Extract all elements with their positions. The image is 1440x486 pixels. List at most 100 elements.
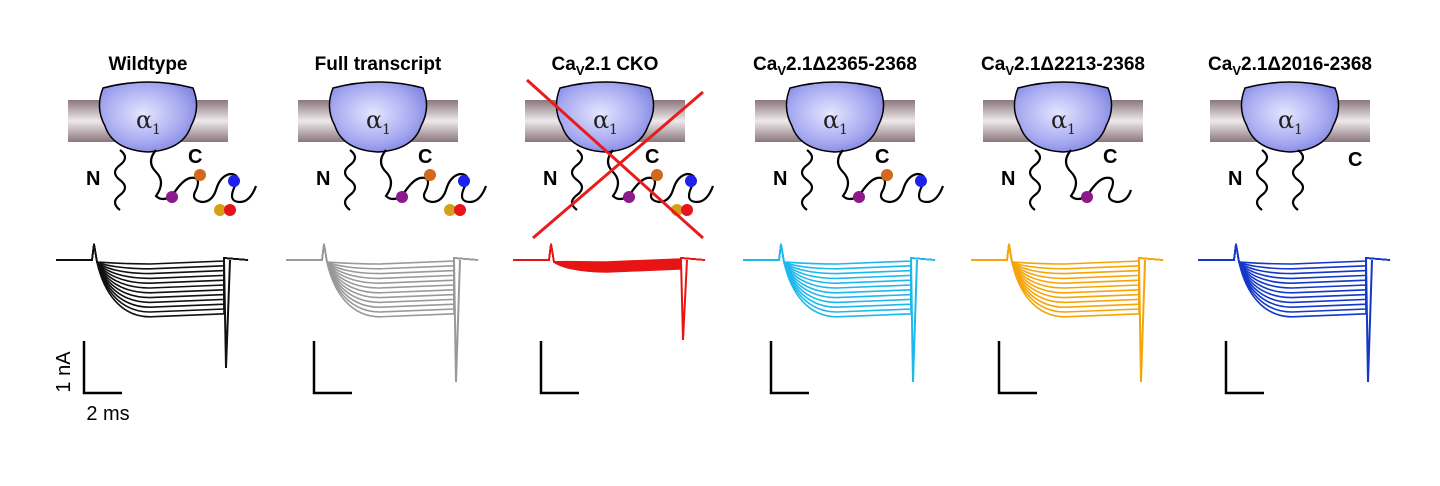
scale-bar [997,341,1037,395]
alpha1-channel [785,81,885,153]
n-terminal-tail [570,149,584,211]
panel-title: Full transcript [315,54,442,75]
purple-site-dot [623,191,635,203]
alpha-symbol: α [366,106,382,134]
c-terminus-label: C [875,146,889,168]
alpha-symbol: α [1051,106,1067,134]
orange-site-dot [881,169,893,181]
c-terminus-label: C [1348,149,1362,171]
n-terminus-label: N [773,168,787,190]
n-terminal-tail [1028,149,1042,211]
panel-title: Wildtype [109,54,188,75]
tail-current-spike [680,259,688,341]
tail-current-spike [910,259,918,383]
scale-bar [82,341,122,395]
n-terminus-label: N [316,168,330,190]
alpha1-channel [1013,81,1113,153]
scale-bar [539,341,579,395]
c-terminal-tail [1291,149,1305,211]
purple-site-dot [1081,191,1093,203]
tail-current-spike [1138,259,1146,383]
tail-current-spike [453,259,461,383]
red-site-dot [224,204,236,216]
alpha-symbol: α [823,106,839,134]
current-trace [286,243,479,270]
scale-bar [312,341,352,395]
current-trace [743,243,936,270]
alpha-subscript: 1 [382,122,391,138]
blue-site-dot [458,175,470,187]
panel-title: CaV2.1Δ2365-2368 [753,54,917,78]
c-terminal-tail [606,149,715,204]
scale-bar-current-label: 1 nA [53,351,75,393]
n-terminal-tail [113,149,127,211]
alpha-subscript: 1 [152,122,161,138]
c-terminus-label: C [645,146,659,168]
purple-site-dot [853,191,865,203]
yellow-site-dot [444,204,456,216]
current-trace [971,243,1164,270]
current-trace [56,243,249,318]
current-traces [513,243,706,341]
red-site-dot [681,204,693,216]
current-trace [971,243,1164,265]
current-trace [1198,243,1391,265]
n-terminal-tail [800,149,814,211]
orange-site-dot [424,169,436,181]
panel-title: CaV2.1 CKO [552,54,659,78]
current-trace [286,243,479,318]
current-traces [971,243,1164,383]
current-trace [56,243,249,270]
red-site-dot [454,204,466,216]
current-trace [743,243,936,318]
blue-site-dot [228,175,240,187]
blue-site-dot [685,175,697,187]
blue-site-dot [915,175,927,187]
current-trace [971,243,1164,318]
alpha1-channel [328,81,428,153]
orange-site-dot [651,169,663,181]
yellow-site-dot [214,204,226,216]
alpha-symbol: α [136,106,152,134]
c-terminal-tail [379,149,488,204]
alpha-subscript: 1 [1067,122,1076,138]
purple-site-dot [396,191,408,203]
current-traces [743,243,936,383]
c-terminus-label: C [188,146,202,168]
n-terminus-label: N [543,168,557,190]
purple-site-dot [166,191,178,203]
panel-title: CaV2.1Δ2213-2368 [981,54,1145,78]
n-terminal-tail [343,149,357,211]
tail-current-spike [1365,259,1373,383]
c-terminal-tail [1064,149,1133,204]
knockout-cross-line [525,78,705,240]
current-trace [286,243,479,265]
scale-bar [1224,341,1264,395]
alpha-subscript: 1 [1294,122,1303,138]
c-terminus-label: C [1103,146,1117,168]
orange-site-dot [194,169,206,181]
n-terminus-label: N [1001,168,1015,190]
panel-title: CaV2.1Δ2016-2368 [1208,54,1372,78]
alpha-symbol: α [1278,106,1294,134]
scale-bar-time-label: 2 ms [86,403,129,425]
alpha-subscript: 1 [839,122,848,138]
current-traces [56,243,249,369]
alpha1-channel [555,81,655,153]
tail-current-spike [223,259,231,369]
current-traces [1198,243,1391,383]
c-terminal-tail [149,149,258,204]
alpha-subscript: 1 [609,122,618,138]
n-terminal-tail [1255,149,1269,211]
current-trace [743,243,936,265]
current-trace [1198,243,1391,270]
c-terminal-tail [836,149,945,204]
